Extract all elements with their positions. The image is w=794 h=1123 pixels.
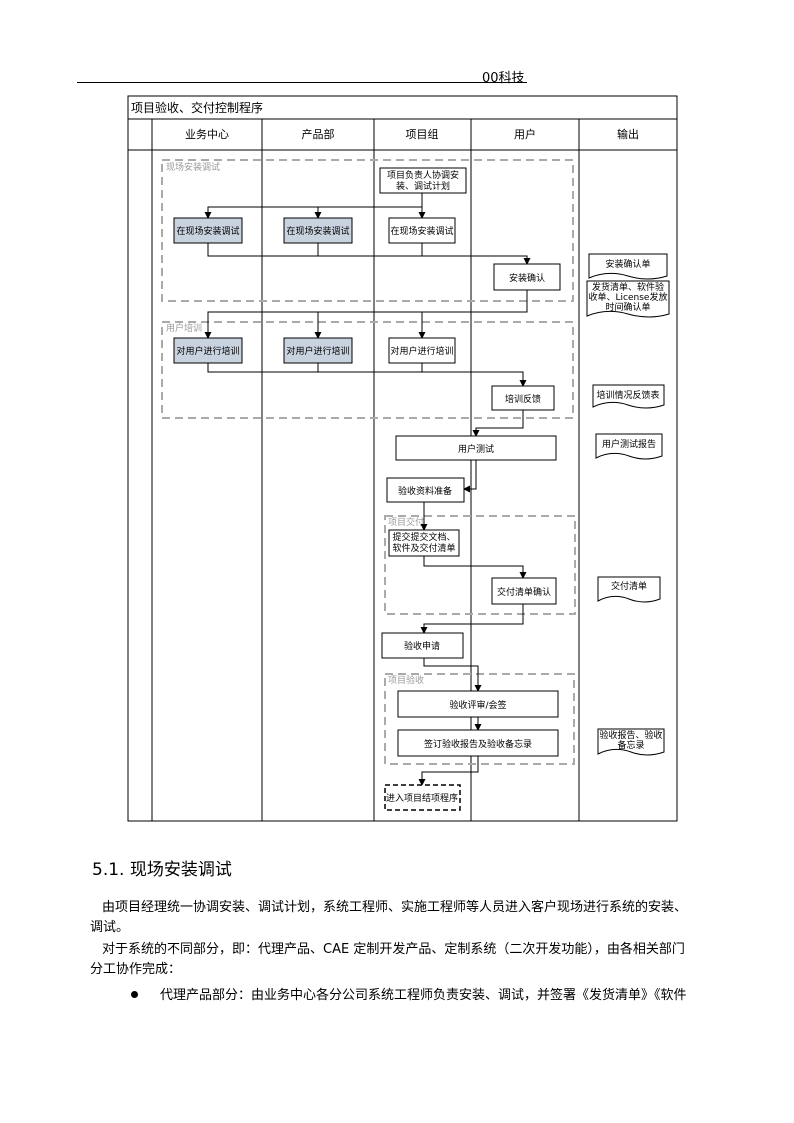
group-acceptance (384, 673, 575, 765)
paragraph-2: 对于系统的不同部分，即：代理产品、CAE 定制开发产品、定制系统（二次开发功能）… (90, 940, 736, 980)
box-next-step-label: 进入项目结项程序 (386, 792, 458, 804)
doc-accept-docs-line1: 验收报告、验收 (599, 729, 662, 741)
box-submit-docs (388, 529, 460, 557)
bullet-dot (131, 991, 138, 998)
doc-user-test-report-label: 用户测试报告 (602, 438, 656, 450)
box-install-confirm (493, 263, 561, 291)
doc-delivery-list-line3: 时间确认单 (605, 301, 650, 313)
box-install-business-label: 在现场安装调试 (176, 225, 239, 237)
doc-train-feedback (592, 384, 665, 409)
doc-accept-docs (597, 728, 665, 756)
section-title: 5.1. 现场安装调试 (92, 860, 232, 880)
column-header-product: 产品部 (302, 127, 335, 141)
box-user-test-label: 用户测试 (458, 443, 494, 455)
box-next-step (384, 784, 461, 811)
doc-install-confirm-label: 安装确认单 (605, 258, 650, 270)
group-delivery-label: 项目交付 (388, 516, 424, 528)
box-submit-docs-line1: 提交提交文档、 (392, 531, 455, 543)
box-train-project-label: 对用户进行培训 (390, 345, 453, 357)
diagram-frame (127, 95, 678, 822)
header-company: 00科技 (482, 71, 525, 86)
box-user-test (395, 435, 557, 461)
box-train-product (283, 337, 353, 364)
column-header-user: 用户 (514, 127, 536, 141)
box-install-project (388, 217, 456, 244)
box-train-business (173, 337, 243, 364)
group-install (161, 159, 574, 302)
doc-train-feedback-label: 培训情况反馈表 (596, 389, 659, 401)
box-install-project-label: 在现场安装调试 (390, 225, 453, 237)
doc-delivery-list-line2: 收单、License发放 (589, 291, 668, 303)
doc-delivery-label: 交付清单 (611, 580, 647, 592)
box-train-business-label: 对用户进行培训 (176, 345, 239, 357)
paragraph-2-line1: 对于系统的不同部分，即：代理产品、CAE 定制开发产品、定制系统（二次开发功能）… (102, 942, 685, 957)
header-rule (77, 82, 527, 83)
box-accept-review-label: 验收评审/会签 (449, 699, 506, 711)
box-accept-apply-label: 验收申请 (404, 640, 440, 652)
doc-delivery (597, 576, 661, 603)
doc-user-test-report (595, 433, 663, 460)
box-accept-prep (386, 477, 465, 503)
column-header-output: 输出 (617, 127, 639, 141)
box-accept-apply (381, 632, 464, 659)
paragraph-1-line1: 由项目经理统一协调安装、调试计划，系统工程师、实施工程师等人员进入客户现场进行系… (102, 900, 688, 915)
box-delivery-confirm (491, 577, 557, 605)
doc-delivery-list (586, 280, 670, 318)
group-install-label: 现场安装调试 (166, 161, 220, 173)
box-sign-report-label: 签订验收报告及验收备忘录 (424, 738, 532, 750)
paragraph-1-line2: 调试。 (90, 920, 130, 935)
doc-install-confirm (588, 253, 668, 280)
box-train-product-label: 对用户进行培训 (286, 345, 349, 357)
box-install-confirm-label: 安装确认 (509, 272, 545, 284)
box-train-feedback (491, 385, 555, 411)
box-train-feedback-label: 培训反馈 (505, 393, 541, 405)
box-plan (379, 167, 467, 194)
group-acceptance-label: 项目验收 (388, 674, 424, 686)
group-training-label: 用户培训 (166, 322, 202, 334)
box-accept-review (397, 690, 559, 718)
column-header-business: 业务中心 (185, 128, 229, 141)
bullet-item-1: 代理产品部分：由业务中心各分公司系统工程师负责安装、调试，并签署《发货清单》《软… (160, 988, 687, 1003)
paragraph-1: 由项目经理统一协调安装、调试计划，系统工程师、实施工程师等人员进入客户现场进行系… (90, 898, 736, 938)
box-accept-prep-label: 验收资料准备 (398, 485, 452, 497)
group-training (161, 321, 574, 419)
doc-accept-docs-line2: 备忘录 (617, 739, 644, 751)
diagram-title: 项目验收、交付控制程序 (131, 100, 263, 115)
column-header-project: 项目组 (406, 127, 439, 141)
doc-delivery-list-line1: 发货清单、软件验 (592, 281, 664, 293)
box-install-product (283, 217, 353, 244)
flowchart: 项目验收、交付控制程序 业务中心 产品部 项目组 用户 输出 现场安装调试 用户… (127, 95, 678, 822)
group-delivery (384, 515, 576, 615)
box-train-project (388, 337, 456, 364)
box-install-product-label: 在现场安装调试 (286, 225, 349, 237)
box-plan-line2: 装、调试计划 (396, 180, 450, 192)
box-install-business (173, 217, 243, 244)
box-delivery-confirm-label: 交付清单确认 (497, 586, 551, 598)
paragraph-2-line2: 分工协作完成： (90, 962, 182, 977)
box-sign-report (397, 729, 559, 757)
box-submit-docs-line2: 软件及交付清单 (392, 542, 455, 554)
box-plan-line1: 项目负责人协调安 (387, 169, 459, 181)
